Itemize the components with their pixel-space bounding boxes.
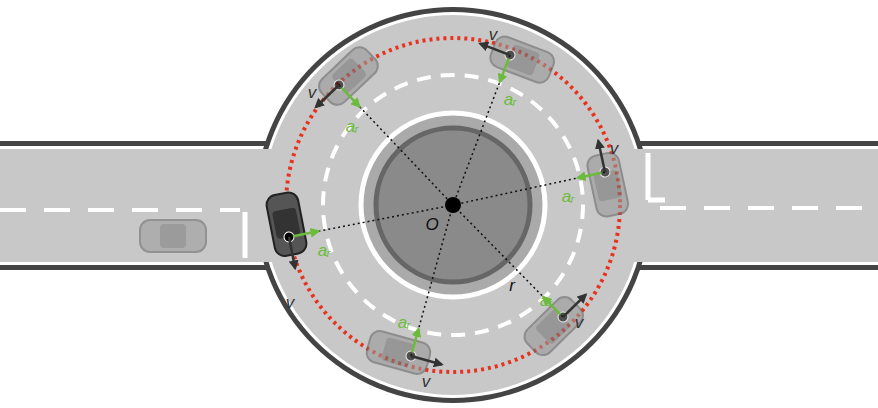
- entering-car: [140, 220, 206, 252]
- velocity-label: v: [489, 26, 498, 43]
- radius-line: [339, 85, 453, 205]
- roundabout-edge: [260, 12, 646, 398]
- velocity-label: v: [286, 294, 295, 311]
- acceleration-arrow: [342, 88, 360, 107]
- lane-circle: [323, 75, 583, 335]
- car: [586, 151, 630, 218]
- acceleration-label: aᵣ: [562, 188, 575, 205]
- acceleration-label: aᵣ: [346, 118, 359, 135]
- lane-line: [0, 208, 240, 212]
- radius-label: r: [509, 277, 515, 294]
- stop-line: [646, 153, 651, 200]
- acceleration-label: aᵣ: [318, 242, 331, 259]
- road-mouth: [230, 149, 310, 262]
- island: [361, 113, 545, 297]
- stop-line: [243, 212, 248, 258]
- velocity-arrow: [480, 44, 510, 55]
- acceleration-arrow: [500, 59, 509, 82]
- radius-line: [411, 205, 453, 356]
- acceleration-arrow: [578, 173, 602, 178]
- velocity-label: v: [308, 84, 317, 101]
- radius-line: [453, 55, 510, 205]
- velocity-label: v: [575, 314, 584, 331]
- car: [364, 329, 432, 376]
- lane-line: [660, 206, 878, 210]
- path-circle: [286, 38, 620, 372]
- car: [265, 191, 308, 258]
- center-point: [445, 197, 461, 213]
- radius-line: [453, 205, 563, 317]
- stop-line: [648, 198, 665, 203]
- center-label: O: [425, 216, 438, 233]
- radius-line: [453, 172, 605, 205]
- acceleration-label: aᵣ: [504, 91, 517, 108]
- radius-line: [289, 205, 453, 237]
- velocity-arrow: [411, 356, 442, 365]
- car: [315, 43, 382, 109]
- velocity-arrow: [289, 237, 295, 268]
- roundabout-road: [263, 15, 643, 395]
- car: [487, 34, 556, 86]
- velocity-label: v: [610, 140, 619, 157]
- acceleration-arrow: [293, 231, 319, 236]
- acceleration-label: aᵣ: [398, 314, 411, 331]
- velocity-arrow: [316, 85, 339, 107]
- acceleration-arrow: [412, 329, 419, 353]
- velocity-arrow: [598, 141, 605, 172]
- car: [520, 293, 587, 359]
- roundabout-border: [255, 7, 651, 403]
- acceleration-label: aᵣ: [540, 292, 553, 309]
- velocity-label: v: [422, 373, 431, 390]
